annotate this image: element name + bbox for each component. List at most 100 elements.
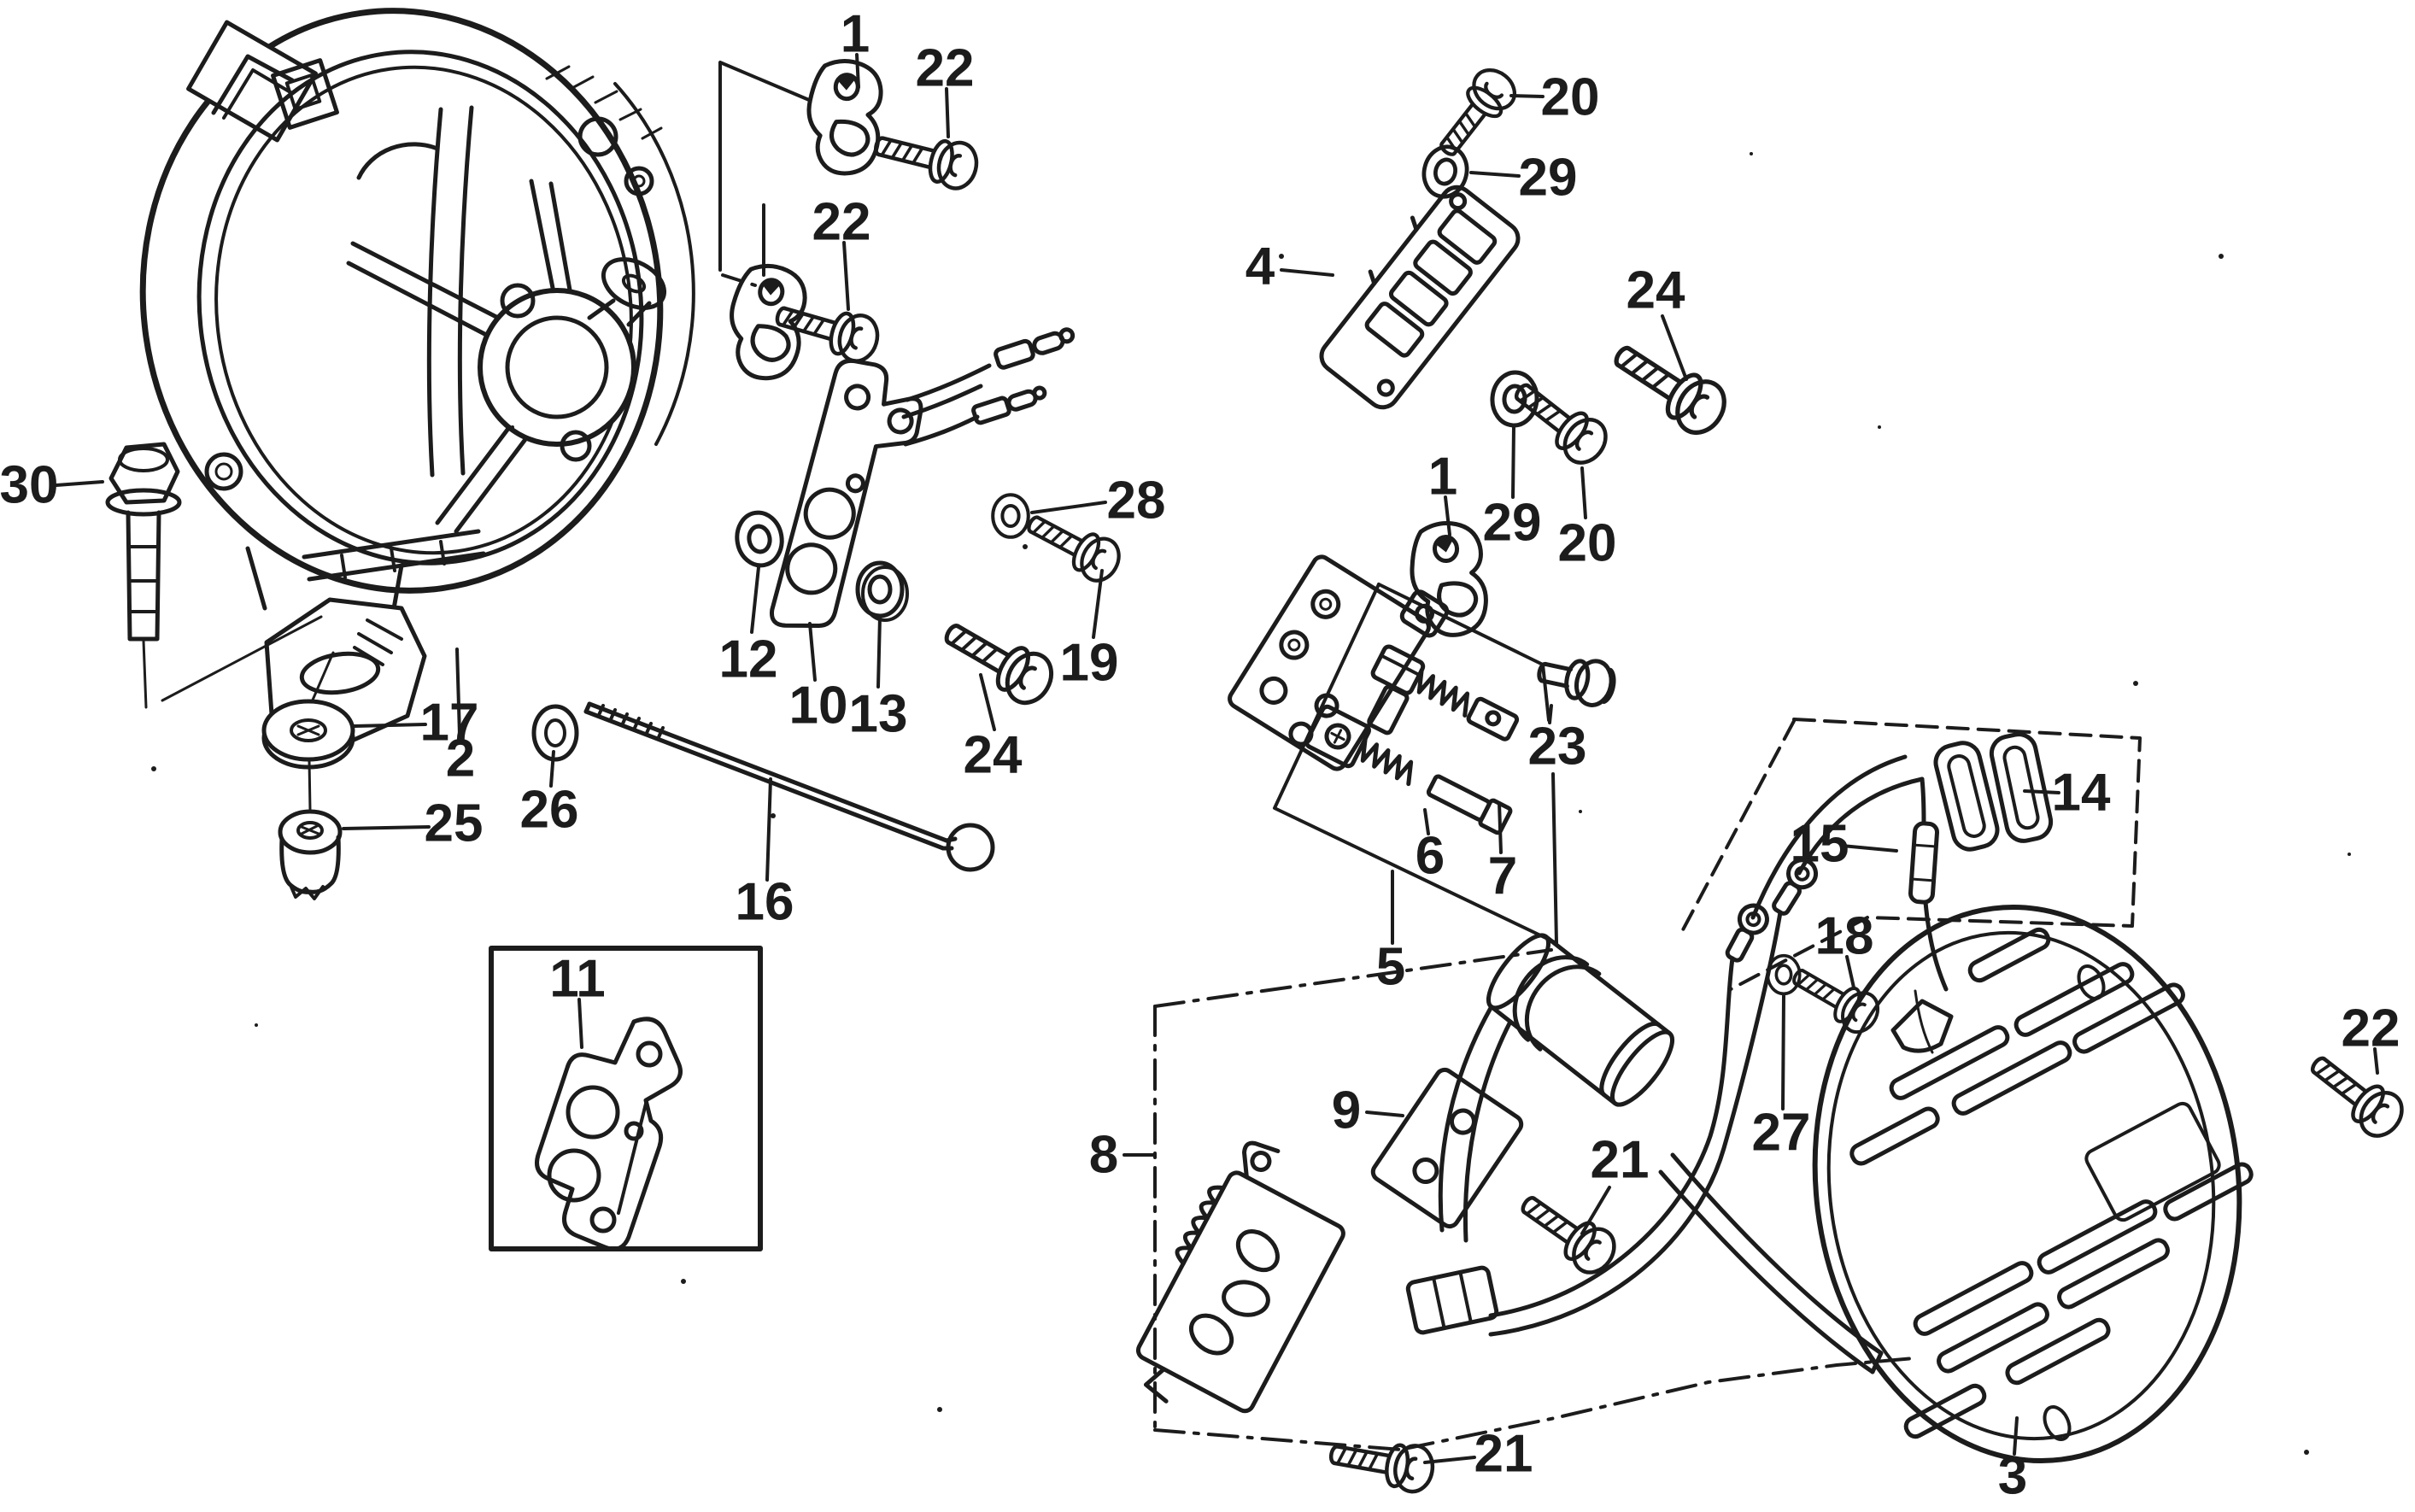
callout-leader-7 <box>1498 801 1503 854</box>
screw-22a <box>870 123 981 192</box>
callout-10: 10 <box>789 677 848 735</box>
callout-3: 3 <box>1998 1447 2027 1506</box>
wire-harness <box>1488 754 1954 1374</box>
screw-24a <box>936 610 1060 711</box>
callout-leader-26 <box>549 750 555 788</box>
callout-12: 12 <box>719 630 778 689</box>
callout-leader-13 <box>876 615 882 689</box>
grommet-13-rim <box>861 566 909 622</box>
callout-leader-22 <box>945 87 950 138</box>
callout-leader-22 <box>2373 1047 2379 1075</box>
screw-21a <box>1512 1184 1622 1281</box>
rear-cover-3 <box>1812 905 2254 1463</box>
callout-leader-28 <box>1030 501 1107 514</box>
callout-29: 29 <box>1483 494 1542 553</box>
callout-1: 1 <box>841 5 870 64</box>
rod-16 <box>583 701 995 872</box>
callout-17: 17 <box>420 694 479 753</box>
washer-26 <box>531 704 579 762</box>
callout-leader-17 <box>353 723 427 728</box>
screw-20b <box>1505 372 1615 471</box>
callout-29: 29 <box>1519 149 1578 208</box>
regulator-box-8 <box>1153 948 1915 1451</box>
callout-leader-16 <box>765 777 772 882</box>
callout-1: 1 <box>1428 448 1457 507</box>
callout-4: 4 <box>1246 237 1275 296</box>
callout-21: 21 <box>1591 1131 1650 1190</box>
inset-box-11 <box>489 946 763 1251</box>
callout-22: 22 <box>812 193 871 252</box>
callout-leader-29 <box>1511 425 1515 499</box>
callout-26: 26 <box>520 781 579 840</box>
callout-leader-14 <box>2023 789 2060 794</box>
callout-22: 22 <box>2342 999 2400 1058</box>
washer-28 <box>993 495 1029 537</box>
callout-leader-25 <box>342 825 431 830</box>
connector-4 <box>1319 185 1521 410</box>
bracket-11 <box>535 1017 683 1251</box>
screw-20a <box>1428 62 1522 165</box>
washer-29b <box>1490 371 1539 427</box>
callout-13: 13 <box>849 685 908 744</box>
callout-leader-12 <box>750 566 760 634</box>
callout-leader-21 <box>1423 1456 1476 1464</box>
alternator-housing <box>139 8 695 751</box>
callout-leader-20 <box>1580 466 1587 519</box>
screw-24b <box>1604 331 1733 442</box>
callout-24: 24 <box>964 726 1023 785</box>
screw-21b <box>1328 1432 1436 1495</box>
washer-12 <box>733 509 786 569</box>
brush-box-5 <box>1273 583 1558 945</box>
callout-leader-1 <box>855 53 860 89</box>
brush-assembly-7 <box>1367 644 1520 741</box>
callout-leader-27 <box>1781 994 1785 1111</box>
resistor-block-5 <box>1228 554 1450 771</box>
callout-23: 23 <box>1528 718 1587 777</box>
flange-bolt-30 <box>105 442 182 709</box>
reference-line <box>161 615 323 702</box>
callout-leader-23 <box>1548 704 1553 724</box>
callout-22: 22 <box>916 39 975 98</box>
callout-20: 20 <box>1558 514 1617 573</box>
callout-7: 7 <box>1488 847 1517 906</box>
callout-leader-22 <box>842 241 850 311</box>
callout-leader-29 <box>1469 171 1521 178</box>
callout-leader-9 <box>1365 1111 1404 1117</box>
callout-leader-3 <box>2013 1416 2019 1456</box>
callout-5: 5 <box>1376 938 1405 997</box>
brush-assembly-6 <box>1304 704 1513 835</box>
callout-leader-4 <box>1280 268 1334 277</box>
callout-leader-19 <box>1092 569 1104 639</box>
callout-11: 11 <box>549 950 606 1009</box>
callout-21: 21 <box>1474 1425 1533 1484</box>
callout-leader-15 <box>1840 844 1898 853</box>
callout-leader-2 <box>455 648 461 736</box>
bolt-22c <box>2301 1045 2411 1144</box>
wire-clamp-1a <box>802 57 885 176</box>
callout-30: 30 <box>0 456 58 515</box>
callout-leader-10 <box>808 622 817 682</box>
callout-27: 27 <box>1752 1104 1811 1163</box>
callout-25: 25 <box>425 794 484 853</box>
callout-9: 9 <box>1332 1081 1361 1140</box>
callout-28: 28 <box>1107 472 1166 530</box>
callout-15: 15 <box>1791 815 1849 874</box>
callout-leader-18 <box>1845 955 1855 989</box>
callout-leader-11 <box>577 998 583 1049</box>
callout-leader-24 <box>979 673 996 731</box>
screw-22b <box>771 293 882 366</box>
callout-6: 6 <box>1416 827 1445 886</box>
callout-20: 20 <box>1541 68 1600 127</box>
callout-leader-24 <box>1661 314 1688 381</box>
callout-18: 18 <box>1815 907 1874 966</box>
washer-17 <box>261 651 355 770</box>
reference-line <box>718 61 811 272</box>
harness-inset-box <box>1678 718 2142 991</box>
screw-23 <box>1537 659 1616 707</box>
callout-leader-30 <box>55 480 104 487</box>
ferrite-cores-14 <box>1933 732 2054 852</box>
photocopy-speckles <box>151 152 2351 1455</box>
